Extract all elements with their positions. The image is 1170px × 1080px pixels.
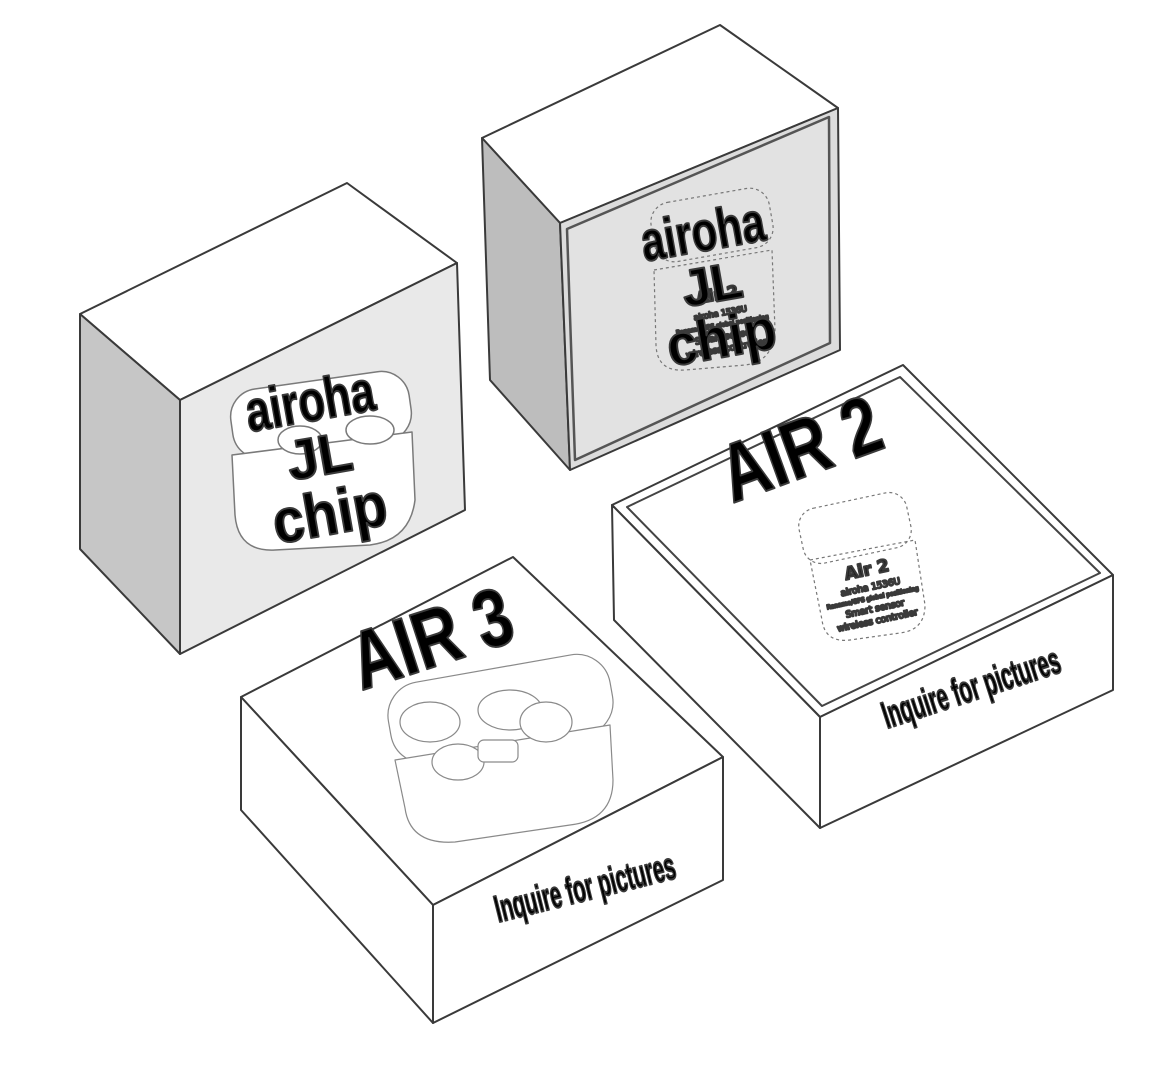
box-front-left: AIR 3 Inquire for pictures bbox=[240, 556, 724, 1024]
box-back-right-inset bbox=[565, 115, 832, 462]
box-front-left-side-right bbox=[432, 756, 724, 1024]
air3-case-drawing bbox=[387, 653, 614, 843]
dashed-case-drawing bbox=[650, 187, 776, 371]
box-front-right: Air 2 airoha 1536U Rename/GPS global pos… bbox=[611, 364, 1114, 829]
lid-case-drawing bbox=[798, 491, 926, 641]
back-left-label-line-2: JL bbox=[282, 419, 357, 492]
box-back-right: Air 2 airoha 1536U Rename/GPS global pos… bbox=[481, 24, 841, 471]
box-back-left: airoha JL chip bbox=[79, 182, 466, 655]
box-front-right-lid-border bbox=[626, 376, 1101, 707]
box-front-right-side-right bbox=[819, 574, 1114, 829]
earbud-case-drawing bbox=[229, 370, 416, 551]
back-right-label-line-2: JL bbox=[677, 251, 747, 319]
